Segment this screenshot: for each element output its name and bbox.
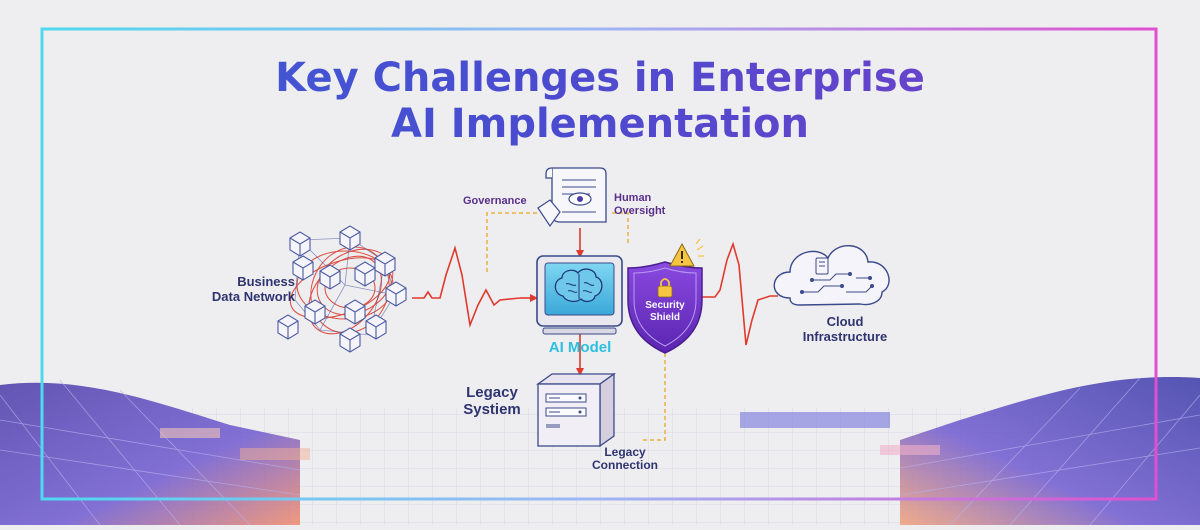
arrowhead-doc-to-ai [576, 250, 584, 258]
cloud-infrastructure-label: Cloud Infrastructure [802, 314, 888, 344]
governance-label: Governance [463, 195, 527, 207]
left-floor-decoration [0, 379, 310, 526]
arrowhead-to-ai [530, 294, 538, 302]
neon-frame [40, 27, 1158, 501]
page-title-line-1: Key Challenges in Enterprise [0, 54, 1200, 102]
business-data-network-label: Business Data Network [211, 274, 295, 304]
scroll-eye-icon [537, 167, 607, 228]
server-tower-icon [535, 372, 617, 448]
arrowhead-ai-to-legacy [576, 368, 584, 376]
shield-lock-icon [627, 261, 703, 354]
monitor-brain-icon [536, 255, 623, 335]
cloud-circuit-icon [773, 244, 890, 306]
legacy-connection-label: Legacy Connection [592, 445, 658, 472]
security-shield-label: Security Shield [645, 300, 685, 323]
right-floor-decoration [740, 377, 1200, 526]
cube-network-icon [277, 225, 407, 353]
human-oversight-label: Human Oversight [614, 192, 666, 217]
ai-model-label: AI Model [548, 339, 612, 356]
legacy-system-label: Legacy Systiem [463, 384, 521, 418]
signal-line [412, 228, 778, 368]
warning-icon [669, 238, 704, 267]
page-title-line-2: AI Implementation [0, 100, 1200, 148]
